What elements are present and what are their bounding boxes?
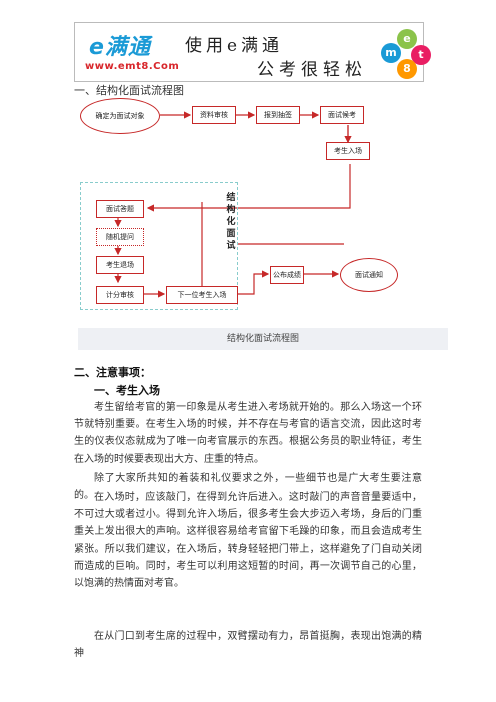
- struct-label-char: 化: [226, 217, 236, 227]
- badge-logo-icon: e m t 8: [381, 29, 431, 79]
- node-next: 下一位考生入场: [166, 286, 238, 304]
- node-wait: 面试候考: [320, 106, 364, 124]
- paragraph: 在从门口到考生席的过程中，双臂摆动有力，昂首挺胸，表现出饱满的精神: [74, 631, 422, 660]
- logo: e满通: [89, 35, 151, 60]
- paragraph: 考生留给考官的第一印象是从考生进入考场就开始的。那么入场这一个环节就特别重要。在…: [74, 402, 422, 465]
- node-leave: 考生退场: [96, 256, 144, 274]
- paragraph: 除了大家所共知的着装和礼仪要求之外，一些细节也是广大考生要注意的。: [74, 473, 422, 502]
- node-report: 报到抽签: [256, 106, 300, 124]
- badge-letter: t: [411, 45, 431, 65]
- flowchart-caption: 结构化面试流程图: [78, 328, 448, 350]
- node-enter: 考生入场: [326, 142, 370, 160]
- node-publish: 公布成绩: [270, 266, 304, 284]
- badge-letter: 8: [397, 59, 417, 79]
- node-notify: 面试通知: [340, 258, 398, 292]
- badge-letter: m: [381, 43, 401, 63]
- node-random: 随机提问: [96, 228, 144, 246]
- node-score: 计分审核: [96, 286, 144, 304]
- slogan-line-1: 使用e满通: [185, 36, 284, 56]
- node-start: 确定为面试对象: [80, 98, 160, 134]
- logo-url: www.emt8.Com: [85, 61, 180, 72]
- flowchart: 确定为面试对象 资料审核 报到抽签 面试候考 考生入场 结 构 化 面 试 面试…: [78, 96, 448, 328]
- slogan-line-2: 公考很轻松: [257, 60, 367, 80]
- struct-label-char: 构: [226, 205, 236, 215]
- node-review: 资料审核: [192, 106, 236, 124]
- struct-label: 结 构 化 面 试: [226, 192, 236, 252]
- badge-letter: e: [397, 29, 417, 49]
- struct-label-char: 试: [226, 241, 236, 251]
- section-1-title: 一、结构化面试流程图: [74, 84, 184, 97]
- struct-label-char: 结: [226, 193, 236, 203]
- section-2-title: 二、注意事项：: [74, 366, 151, 379]
- structured-interview-box: [80, 182, 238, 310]
- header-banner: e满通 www.emt8.Com 使用e满通 公考很轻松 e m t 8: [74, 22, 431, 82]
- struct-label-char: 面: [226, 229, 236, 239]
- section-2-subtitle: 一、考生入场: [94, 384, 160, 397]
- paragraph: 在入场时，应该敲门，在得到允许后进入。这时敲门的声音音量要适中，不可过大或者过小…: [74, 492, 422, 590]
- node-answer: 面试答题: [96, 200, 144, 218]
